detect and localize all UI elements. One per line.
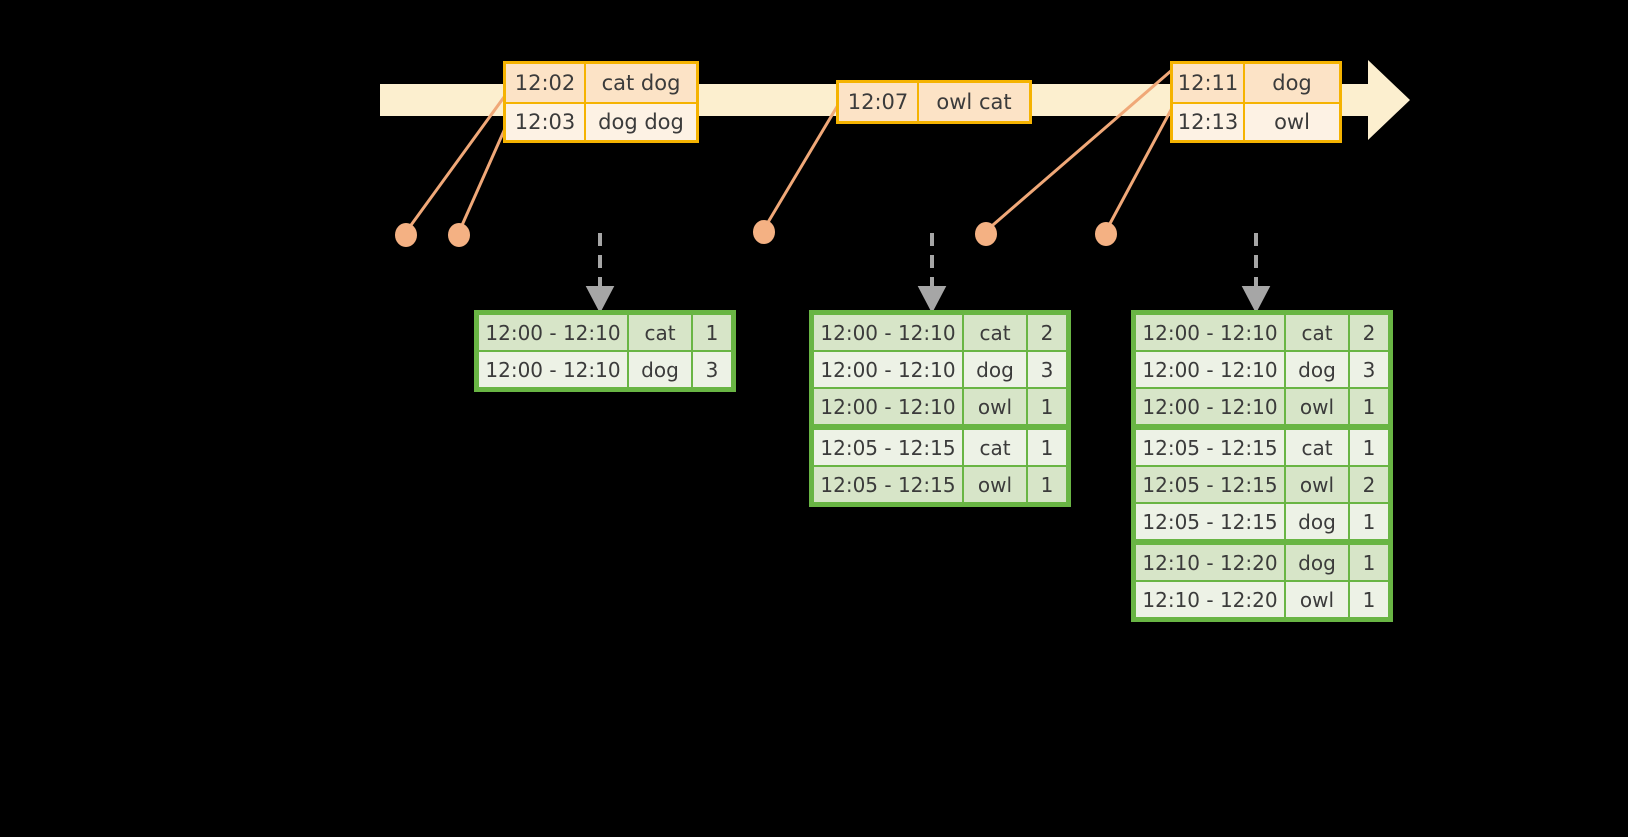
connector-1 <box>404 92 509 233</box>
event-words: owl cat <box>919 83 1029 121</box>
event-row[interactable]: 12:11 dog <box>1173 64 1339 102</box>
flow-arrow-3 <box>1241 233 1271 314</box>
word-cell: dog <box>1286 504 1348 539</box>
event-dots <box>395 220 1117 247</box>
window-cell: 12:00 - 12:10 <box>1136 352 1284 387</box>
event-words: cat dog <box>586 64 696 102</box>
event-box-group-3[interactable]: 12:11 dog 12:13 owl <box>1170 61 1342 143</box>
event-dot-5 <box>1095 222 1117 246</box>
count-cell: 2 <box>1350 467 1388 502</box>
event-row[interactable]: 12:13 owl <box>1173 102 1339 140</box>
event-words: dog <box>1245 64 1339 102</box>
connector-3 <box>762 104 840 230</box>
count-cell: 3 <box>1028 352 1066 387</box>
flow-arrow-1 <box>585 233 615 314</box>
window-cell: 12:05 - 12:15 <box>814 467 962 502</box>
word-cell: dog <box>629 352 691 387</box>
window-cell: 12:10 - 12:20 <box>1136 545 1284 580</box>
count-cell: 1 <box>1028 430 1066 465</box>
count-cell: 1 <box>1350 389 1388 424</box>
word-cell: owl <box>964 467 1026 502</box>
word-cell: cat <box>964 315 1026 350</box>
window-cell: 12:00 - 12:10 <box>814 389 962 424</box>
event-time: 12:02 <box>506 64 586 102</box>
count-cell: 1 <box>1350 582 1388 617</box>
event-dot-1 <box>395 223 417 247</box>
connector-5 <box>1104 107 1174 232</box>
count-cell: 1 <box>1028 389 1066 424</box>
window-cell: 12:05 - 12:15 <box>1136 430 1284 465</box>
window-cell: 12:00 - 12:10 <box>479 315 627 350</box>
count-cell: 1 <box>693 315 731 350</box>
window-cell: 12:00 - 12:10 <box>479 352 627 387</box>
count-cell: 2 <box>1028 315 1066 350</box>
flow-arrows <box>585 233 1271 314</box>
event-words: dog dog <box>586 104 696 140</box>
count-cell: 1 <box>1028 467 1066 502</box>
event-box-group-1[interactable]: 12:02 cat dog 12:03 dog dog <box>503 61 699 143</box>
count-cell: 3 <box>693 352 731 387</box>
word-cell: owl <box>1286 467 1348 502</box>
count-cell: 1 <box>1350 504 1388 539</box>
event-time: 12:11 <box>1173 64 1245 102</box>
event-time: 12:07 <box>839 83 919 121</box>
window-cell: 12:00 - 12:10 <box>1136 389 1284 424</box>
event-time: 12:13 <box>1173 104 1245 140</box>
event-time: 12:03 <box>506 104 586 140</box>
window-cell: 12:00 - 12:10 <box>1136 315 1284 350</box>
event-row[interactable]: 12:02 cat dog <box>506 64 696 102</box>
count-cell: 1 <box>1350 545 1388 580</box>
count-cell: 2 <box>1350 315 1388 350</box>
window-cell: 12:00 - 12:10 <box>814 315 962 350</box>
event-words: owl <box>1245 104 1339 140</box>
word-cell: cat <box>1286 315 1348 350</box>
word-cell: cat <box>964 430 1026 465</box>
event-row[interactable]: 12:03 dog dog <box>506 102 696 140</box>
word-cell: dog <box>1286 545 1348 580</box>
connector-2 <box>457 123 509 233</box>
word-cell: cat <box>1286 430 1348 465</box>
event-box-group-2[interactable]: 12:07 owl cat <box>836 80 1032 124</box>
window-cell: 12:05 - 12:15 <box>1136 504 1284 539</box>
flow-arrow-2 <box>917 233 947 314</box>
event-row[interactable]: 12:07 owl cat <box>839 83 1029 121</box>
window-cell: 12:05 - 12:15 <box>1136 467 1284 502</box>
window-cell: 12:00 - 12:10 <box>814 352 962 387</box>
word-cell: owl <box>1286 389 1348 424</box>
event-dot-3 <box>753 220 775 244</box>
word-cell: owl <box>964 389 1026 424</box>
word-cell: dog <box>964 352 1026 387</box>
window-cell: 12:10 - 12:20 <box>1136 582 1284 617</box>
event-dot-2 <box>448 223 470 247</box>
word-cell: cat <box>629 315 691 350</box>
word-cell: owl <box>1286 582 1348 617</box>
event-dot-4 <box>975 222 997 246</box>
count-cell: 3 <box>1350 352 1388 387</box>
count-cell: 1 <box>1350 430 1388 465</box>
word-cell: dog <box>1286 352 1348 387</box>
window-cell: 12:05 - 12:15 <box>814 430 962 465</box>
